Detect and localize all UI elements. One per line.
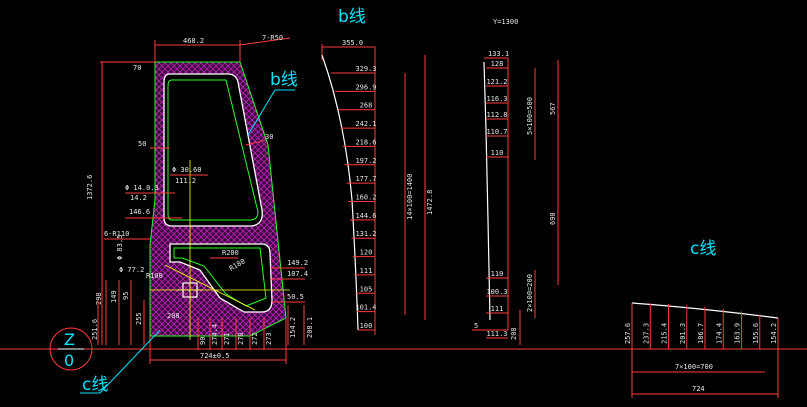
dim-1074: 107.4 [287,270,308,278]
c-line-right-label: c线 [690,239,716,259]
y-dim-label: 110 [491,149,504,157]
dim-146: 146.6 [129,208,150,216]
y-dim-label: 128 [491,60,504,68]
frame-window-upper [163,73,263,227]
frame-bottom-dim-label: 272 [251,332,259,345]
frame-window-lower [169,243,273,313]
y-top-value: 133.1 [488,50,509,58]
b-line-dim-label: 242.1 [355,120,376,128]
y-dim-label: 112.8 [486,111,507,119]
b-line-dim-label: 101.4 [355,304,376,312]
hole-small-sub: 14.2 [130,194,147,202]
dim-r100: R100 [146,272,163,280]
y-view: Y=1300 133.1 128121.2116.3112.8110.71101… [472,18,559,345]
dim-side-50: 50 [138,140,146,148]
dim-total-height: 1372.6 [86,175,94,200]
frame-view: 468.2 7-R50 70 1372.6 50 30 Φ 30.60 111.… [80,34,314,395]
y-dim-label: 121.2 [486,78,507,86]
y-dim-label: 111.3 [486,330,507,338]
origin-0-label: 0 [64,351,74,370]
dim-298: 298 [95,292,103,305]
dim-772: Φ 77.2 [119,266,144,274]
b-line-dims: 329.3 296.9 268 242.1 218.6 197.2 177.7 160.2 14… [331,65,377,331]
b-total-height: 1472.8 [426,190,434,215]
frame-bottom-dim-label: 274.4 [211,324,219,345]
dim-2516: 251.6 [91,319,99,340]
y-dim-label: 100.3 [486,288,507,296]
y-span-label: 5×100=500 [526,97,534,135]
dim-r110: 6-R110 [104,230,129,238]
b-line-view: b线 355.0 329.3 296.9 268 242.1 218.6 197.2 177… [321,7,434,335]
dim-835: Φ 83.5 [116,235,124,260]
b-line-dim-label: 218.6 [355,138,376,146]
y-span-bottom: 2×100=200 [526,274,534,312]
origin-z-label: Z [64,330,75,349]
y-dim-label: 111 [491,305,504,313]
y-dim-label: 116.3 [486,95,507,103]
c-line-dim-label: 215.4 [661,323,669,344]
c-line-dim-label: 163.9 [734,323,742,344]
frame-bottom-dim-label: 273 [265,332,273,345]
c-line-dim-label: 155.6 [752,323,760,344]
c-line-dim-label: 186.7 [697,323,705,344]
b-line-dim-label: 111 [360,267,373,275]
dim-2081: 208.1 [306,317,314,338]
b-line-dim-label: 144.6 [355,212,376,220]
b-line-dim-label: 160.2 [355,194,376,202]
hole-large-label: Φ 30.60 [172,166,202,174]
dim-95: 95 [122,292,130,300]
dim-149: 149 [110,290,118,303]
frame-bottom-dims: 90 274.4 271 270 272 273 [197,318,273,350]
dim-r200: R200 [222,249,239,257]
dim-505: 50.5 [287,293,304,301]
frame-bottom-dim-label: 270 [237,332,245,345]
y-ref-label: Y=1300 [493,18,518,26]
b-line-top-label: b线 [338,7,366,27]
c-line-view: c线 257.6 237.3 215.4 201.3 186.7 174.4 163.9 15… [624,239,779,398]
dim-width-total: 724±0.5 [200,352,230,360]
hole-small-label: Φ 14.0.3 [125,184,159,192]
dim-side-30: 30 [265,133,273,141]
b-line-dim-label: 100 [360,322,373,330]
b-line-frame-label: b线 [270,70,298,90]
b-line-dim-label: 177.7 [355,175,376,183]
c-line-dim-label: 257.6 [624,323,632,344]
y-dim-567: 567 [549,102,557,115]
y-line-dims: 128 121.2 116.3 112.8 110.7 110 110 100.3 111 111… [486,60,508,339]
dim-top-width: 468.2 [183,37,204,45]
b-line-dim-label: 268 [360,102,373,110]
dim-1542: 154.2 [289,317,297,338]
b-line-dim-label: 105 [360,285,373,293]
c-total: 724 [692,385,705,393]
b-line-dim-label: 296.9 [355,83,376,91]
b-line-dim-label: 131.2 [355,230,376,238]
dim-top-offset: 70 [133,64,141,72]
b-top-width: 355.0 [342,39,363,47]
y-dim-label: 110.7 [486,128,507,136]
y-dim-208: 208 [510,327,518,340]
c-line-dim-label: 201.3 [679,323,687,344]
c-span-label: 7×100=700 [675,363,713,371]
origin-marker: Z 0 [49,327,93,371]
hole-large-sub: 111.2 [175,177,196,185]
dim-208: 208 [167,312,180,320]
dim-top-radius: 7-R50 [262,34,283,42]
c-line-dims: 257.6 237.3 215.4 201.3 186.7 174.4 163.9 155.6… [624,303,779,349]
dim-255: 255 [135,312,143,325]
y-dim-5: 5 [474,322,478,330]
c-line-dim-label: 237.3 [642,323,650,344]
c-line-dim-label: 174.4 [715,323,723,344]
dim-1492: 149.2 [287,259,308,267]
c-line-dim-label: 154.2 [770,323,778,344]
b-line-dim-label: 329.3 [355,65,376,73]
frame-bottom-dim-label: 271 [223,332,231,345]
frame-bottom-dim-label: 90 [199,337,207,345]
y-dim-label: 110 [491,270,504,278]
b-line-dim-label: 197.2 [355,157,376,165]
y-dim-690: 690 [549,212,557,225]
c-line-left-label: c线 [82,375,108,395]
b-line-dim-label: 120 [360,249,373,257]
b-span-label: 14×100=1400 [406,174,414,220]
